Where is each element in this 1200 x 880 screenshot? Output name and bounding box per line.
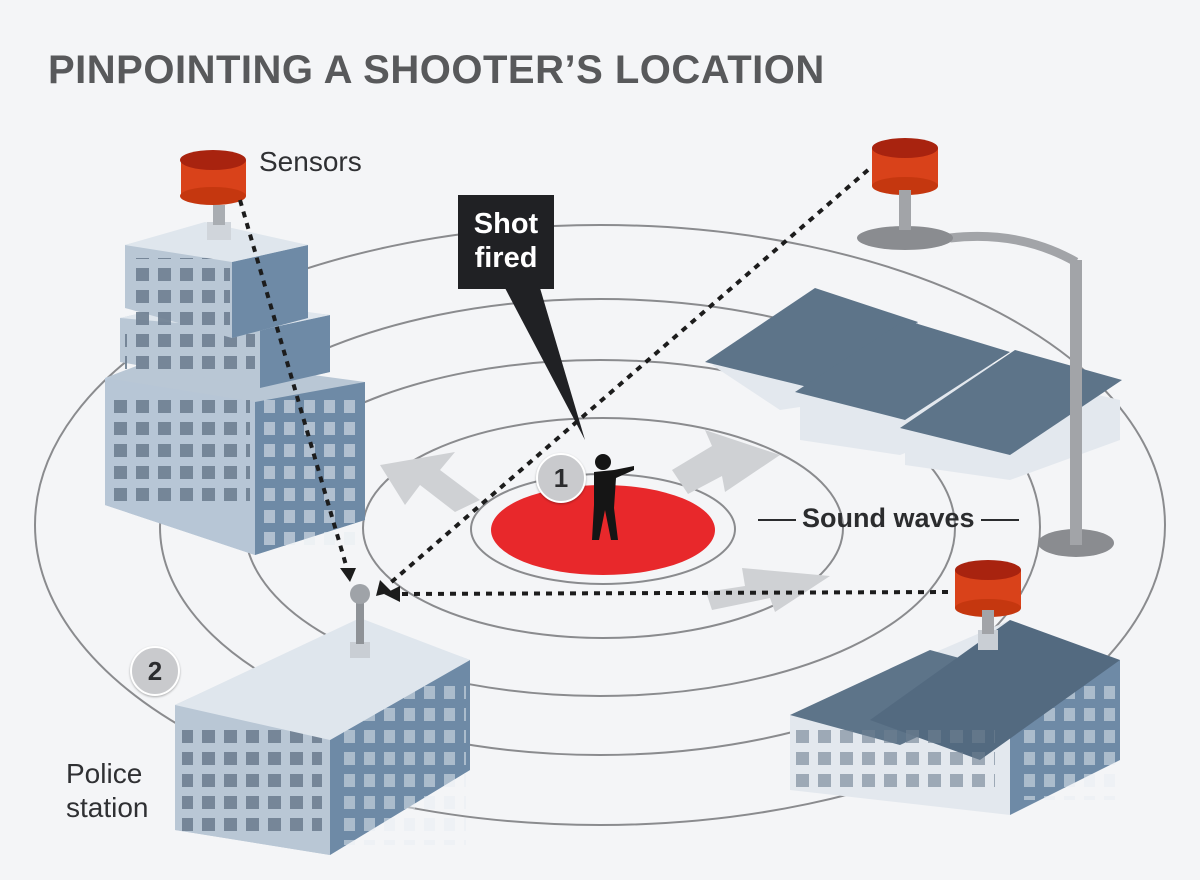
sound-waves-text: Sound waves bbox=[802, 503, 975, 533]
sensors-label: Sensors bbox=[259, 146, 362, 177]
sensor-left bbox=[180, 150, 246, 205]
wave-ring bbox=[362, 417, 844, 639]
shot-fired-callout: Shot fired bbox=[458, 195, 554, 289]
wave-ring bbox=[159, 298, 1041, 756]
arrowhead-icon bbox=[384, 586, 400, 602]
step-badge-2: 2 bbox=[130, 646, 180, 696]
page-title: PINPOINTING A SHOOTER’S LOCATION bbox=[48, 48, 825, 92]
signal-path bbox=[397, 590, 949, 596]
sound-wave-rings bbox=[34, 224, 1166, 826]
shot-fired-line2: fired bbox=[474, 242, 538, 274]
callout-pointer bbox=[505, 288, 585, 440]
receiver-icon bbox=[350, 584, 370, 604]
police-station-label: Police station bbox=[66, 757, 149, 825]
sensor-right-bottom bbox=[955, 560, 1021, 634]
label-dash bbox=[980, 518, 1019, 521]
sensor-right-top bbox=[872, 138, 938, 230]
label-dash bbox=[758, 518, 796, 521]
house bbox=[900, 350, 1122, 480]
street-lamp bbox=[857, 226, 1114, 557]
signal-paths bbox=[238, 168, 949, 596]
wave-ring bbox=[34, 224, 1166, 826]
arrow-icon bbox=[672, 430, 780, 494]
sound-waves-label: Sound waves bbox=[752, 503, 1025, 534]
arrow-icon bbox=[380, 452, 480, 512]
step-badge-1: 1 bbox=[536, 453, 586, 503]
arrow-icon bbox=[706, 568, 830, 612]
shot-fired-line1: Shot bbox=[473, 208, 539, 240]
factory-building bbox=[790, 620, 1120, 815]
signal-path bbox=[238, 199, 350, 573]
shooter-icon bbox=[592, 454, 634, 540]
arrowhead-icon bbox=[340, 568, 356, 582]
impact-zone bbox=[491, 485, 715, 575]
sound-wave-arrows bbox=[380, 430, 830, 612]
houses bbox=[705, 288, 1122, 480]
office-tower bbox=[105, 205, 365, 555]
signal-path bbox=[386, 168, 870, 587]
police-station-line1: Police bbox=[66, 758, 143, 789]
police-station-line2: station bbox=[66, 792, 149, 823]
signal-arrowheads bbox=[340, 568, 400, 602]
police-station-building bbox=[175, 584, 470, 855]
